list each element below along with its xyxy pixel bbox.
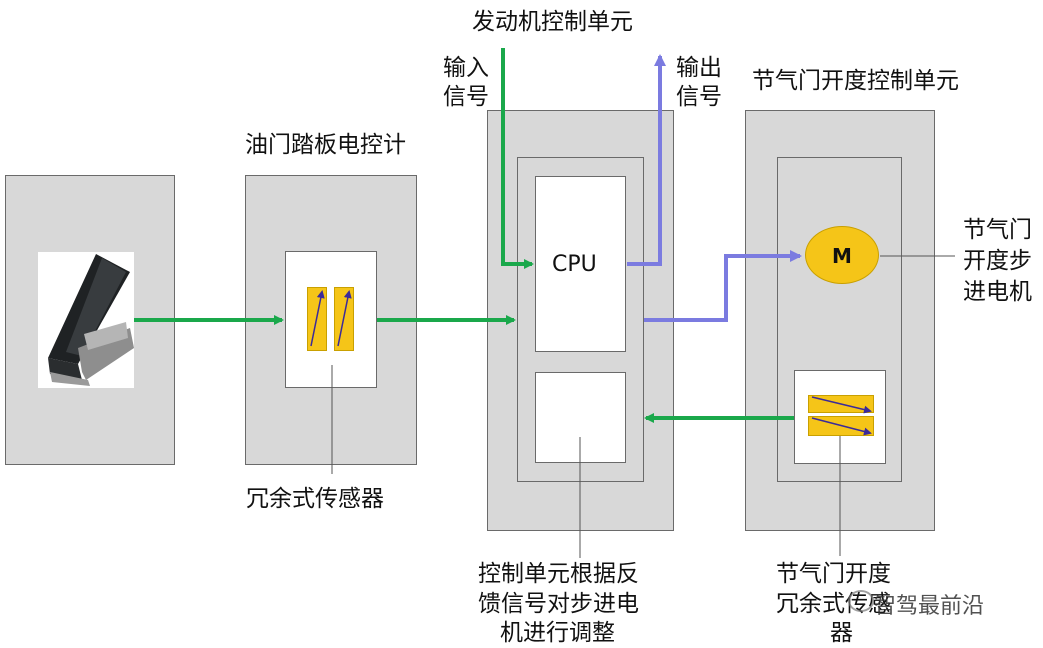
cpu-label: CPU (552, 252, 597, 277)
throttle-sensor-arrow-bottom (811, 417, 872, 436)
redundant-sensor-caption: 冗余式传感器 (246, 486, 384, 512)
output-signal-label-2: 信号 (676, 84, 722, 110)
sensor-arrow-right (337, 290, 352, 347)
blue-arrow-output-signal (627, 54, 666, 266)
motor-label: M (832, 244, 852, 268)
stepper-motor-caption-2: 开度步 (963, 248, 1032, 274)
throttle-sensor-caption-1: 节气门开度 (776, 561, 891, 587)
pedal-sensor-title: 油门踏板电控计 (245, 132, 406, 158)
stepper-motor-caption-1: 节气门 (963, 217, 1032, 243)
input-signal-label-1: 输入 (443, 55, 489, 81)
pedal-image-frame (38, 252, 134, 388)
engine-control-unit-title: 发动机控制单元 (472, 9, 633, 35)
redundant-sensor-frame (285, 251, 377, 388)
feedback-caption-2: 馈信号对步进电 (478, 591, 639, 617)
stepper-motor (805, 226, 879, 284)
cpu-block (535, 176, 626, 352)
feedback-caption-1: 控制单元根据反 (478, 561, 639, 587)
green-arrow-input-signal (501, 48, 534, 269)
throttle-sensor-caption-3: 器 (830, 620, 853, 646)
watermark-logo-icon (848, 590, 874, 612)
accelerator-pedal-image (48, 254, 134, 386)
output-signal-label-1: 输出 (676, 55, 722, 81)
blue-arrow-to-motor (644, 250, 802, 322)
watermark: 智驾最前沿 (874, 594, 985, 619)
sensor-arrow-left (310, 290, 325, 347)
feedback-caption-3: 机进行调整 (500, 620, 615, 646)
stepper-motor-caption-3: 进电机 (963, 279, 1032, 305)
throttle-control-unit-title: 节气门开度控制单元 (752, 68, 959, 94)
throttle-sensor-arrow-top (811, 396, 872, 414)
input-signal-label-2: 信号 (443, 84, 489, 110)
